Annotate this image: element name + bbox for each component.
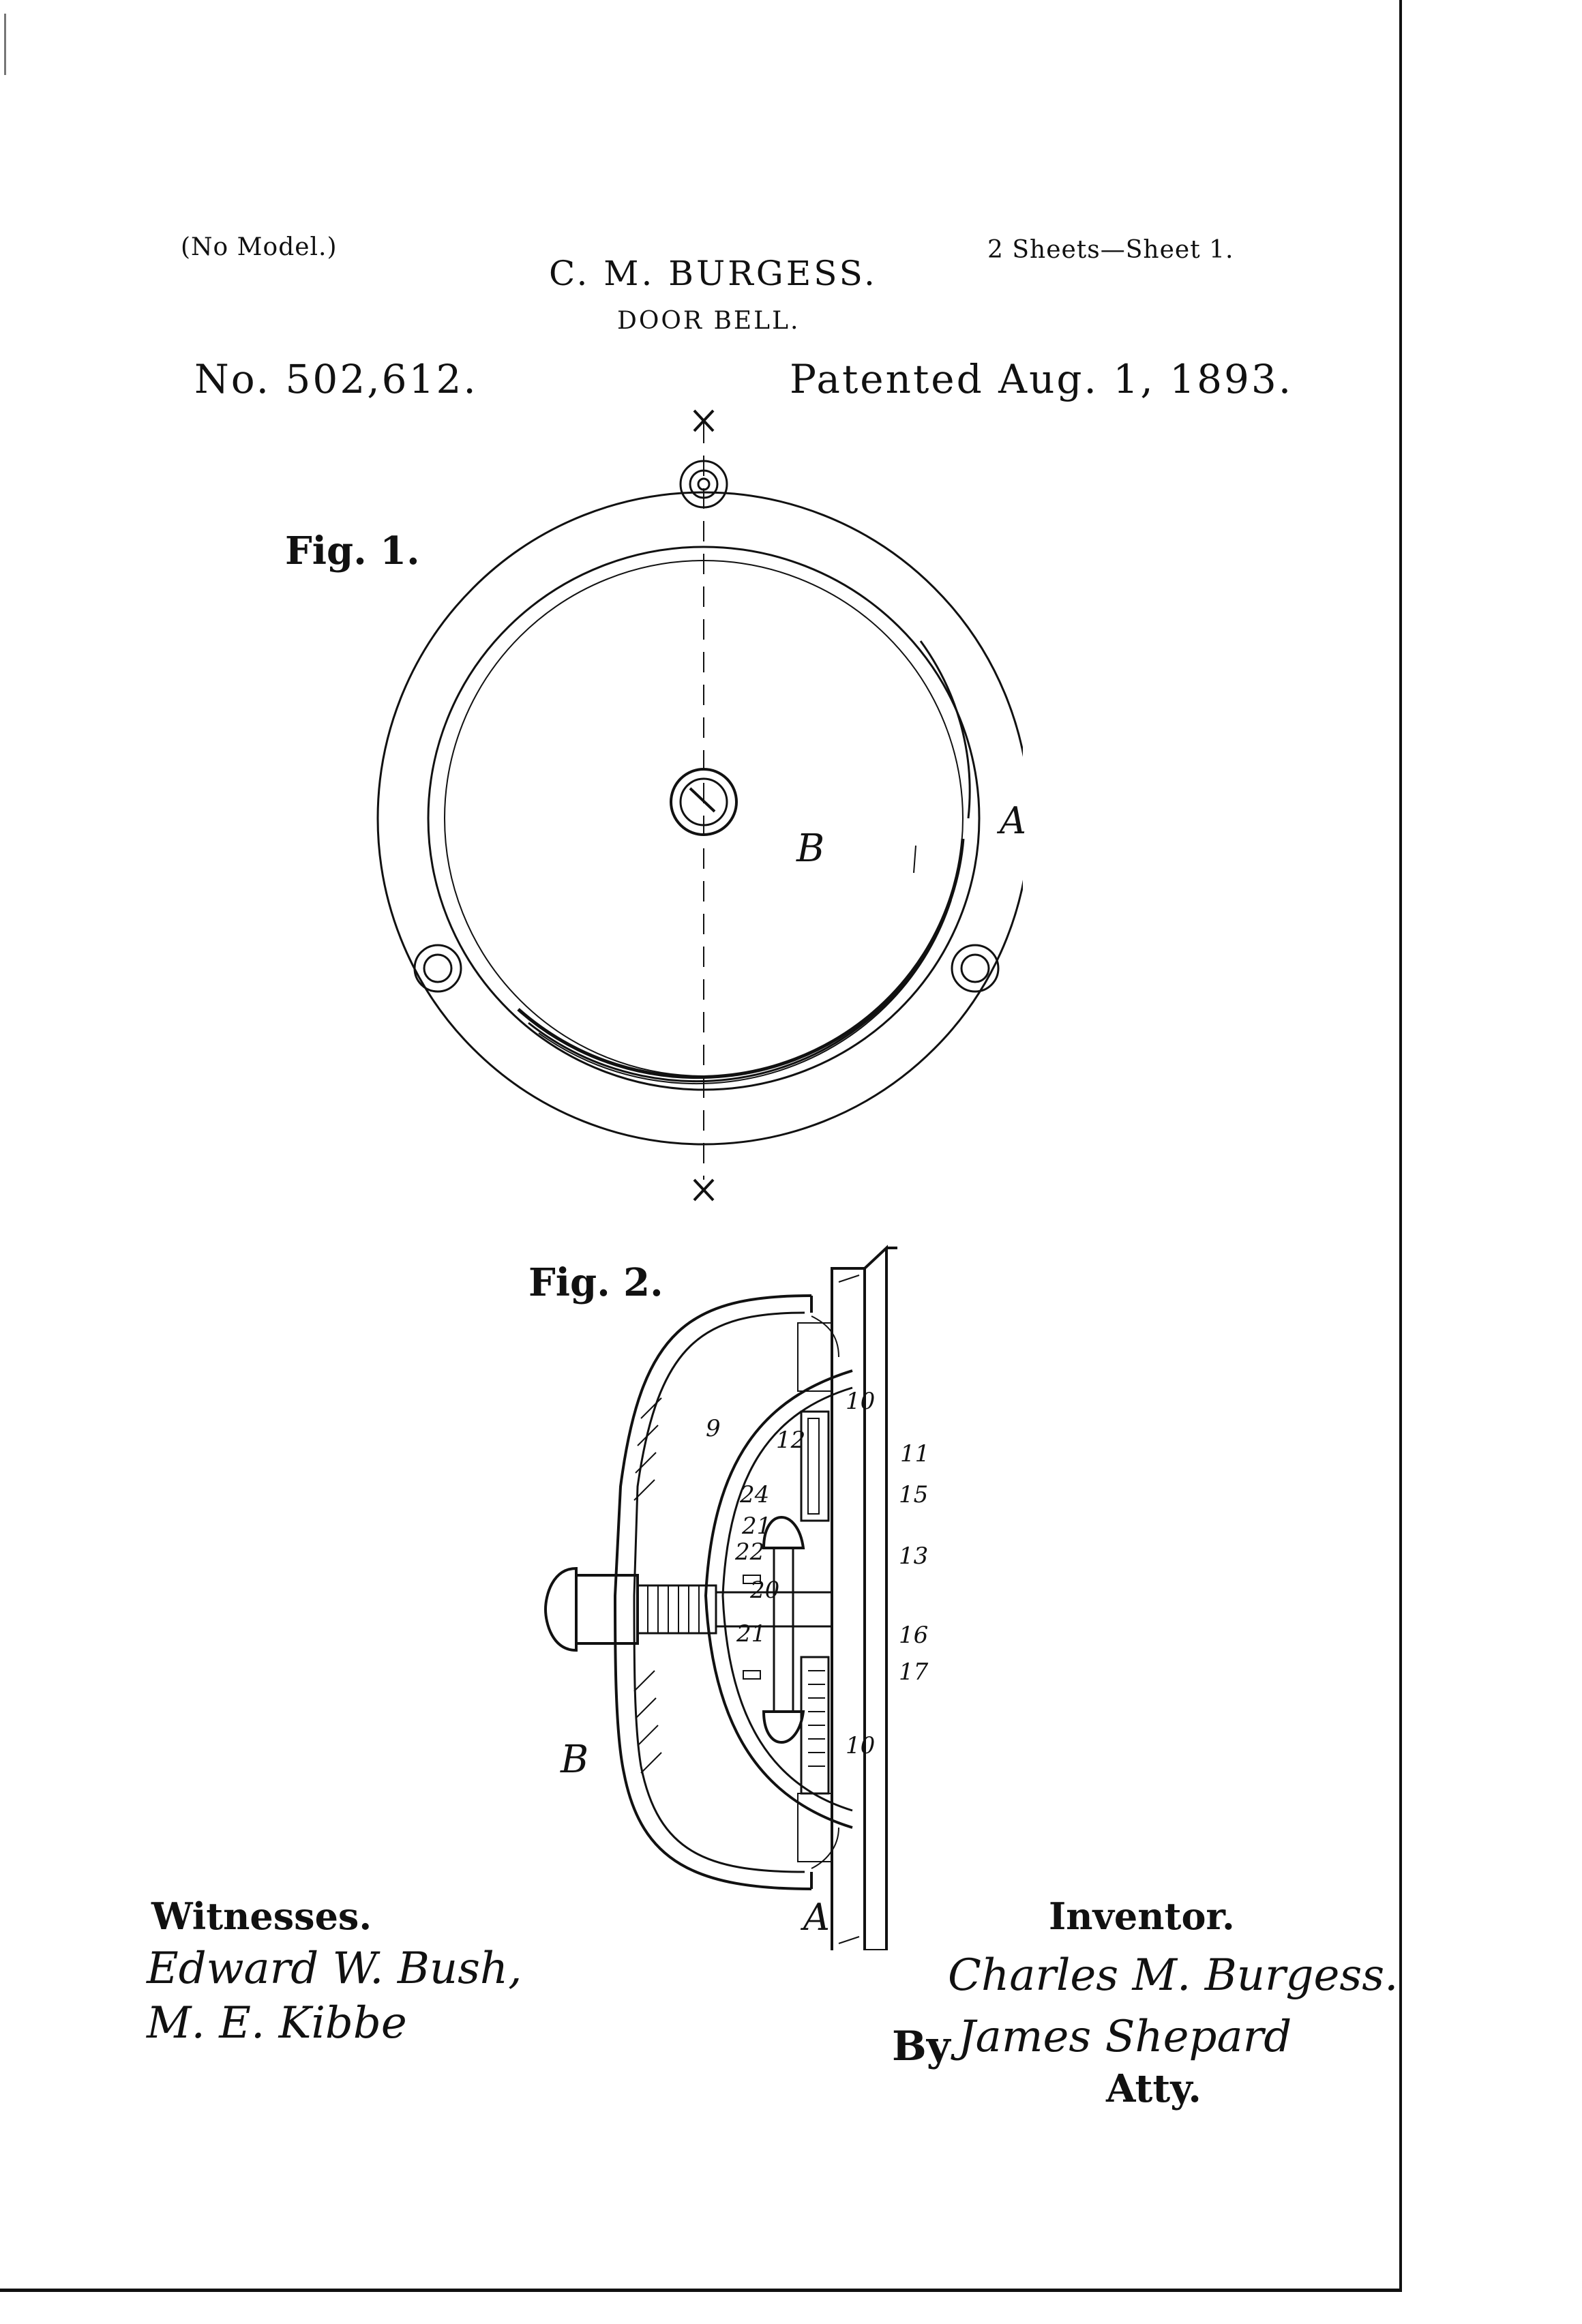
patent-title: DOOR BELL.: [617, 307, 801, 335]
part-number-10-upper: 10: [846, 1388, 876, 1415]
part-number-12: 12: [776, 1427, 806, 1454]
witness-signature-2: M. E. Kibbe: [147, 1998, 407, 2049]
figure-1-bell-label: B: [796, 826, 825, 871]
mounting-screw-right: [951, 944, 1000, 993]
base-plate-outer-rim: [376, 491, 1023, 1146]
by-label: By: [892, 2023, 951, 2070]
inventor-name-heading: C. M. BURGESS.: [549, 254, 878, 293]
striker-head-bottom: [762, 1710, 805, 1744]
figure-2-label: Fig. 2.: [528, 1260, 663, 1305]
part-number-15: 15: [899, 1481, 929, 1508]
page-border-right: [1399, 0, 1402, 2291]
figure-2-section-drawing: [543, 1245, 897, 1950]
part-number-24: 24: [740, 1481, 770, 1508]
inventor-signature: Charles M. Burgess.: [948, 1950, 1399, 2001]
figure-1-label: Fig. 1.: [285, 528, 420, 573]
sheet-count: 2 Sheets—Sheet 1.: [987, 236, 1234, 264]
page-border-bottom: [0, 2289, 1402, 2292]
bell-shading-band: [517, 838, 965, 1079]
part-number-21-lower: 21: [736, 1620, 766, 1648]
push-button-knob: [543, 1566, 578, 1652]
mounting-screw-left: [413, 944, 462, 993]
part-number-21-upper: 21: [742, 1513, 772, 1540]
witness-signature-1: Edward W. Bush,: [147, 1943, 522, 1994]
inner-casing: [704, 1369, 853, 1829]
figure-2-bell-label: B: [561, 1738, 589, 1782]
part-number-10-lower: 10: [846, 1732, 876, 1759]
figure-2-base-label: A: [803, 1896, 830, 1939]
part-number-16: 16: [899, 1622, 929, 1649]
figure-1-drawing: [376, 409, 1023, 1202]
part-number-9: 9: [706, 1415, 721, 1442]
part-number-17: 17: [899, 1658, 929, 1686]
witnesses-heading: Witnesses.: [151, 1894, 372, 1938]
striker-head-top: [762, 1516, 805, 1549]
attorney-title: Atty.: [1106, 2066, 1202, 2111]
part-number-13: 13: [899, 1543, 929, 1570]
striker-rod: [773, 1547, 794, 1713]
part-number-11: 11: [900, 1440, 930, 1468]
part-number-20: 20: [750, 1577, 780, 1604]
part-number-22: 22: [735, 1538, 765, 1566]
model-note: (No Model.): [181, 233, 338, 261]
patent-number: No. 502,612.: [194, 356, 478, 402]
figure-1-base-label: A: [1000, 799, 1026, 842]
bell-shell-outer: [613, 1294, 812, 1890]
upper-spring-box: [800, 1410, 830, 1522]
scan-edge-mark: [4, 14, 6, 75]
attorney-signature: James Shepard: [958, 2012, 1292, 2062]
inventor-heading: Inventor.: [1049, 1894, 1235, 1938]
patent-date: Patented Aug. 1, 1893.: [790, 356, 1294, 402]
